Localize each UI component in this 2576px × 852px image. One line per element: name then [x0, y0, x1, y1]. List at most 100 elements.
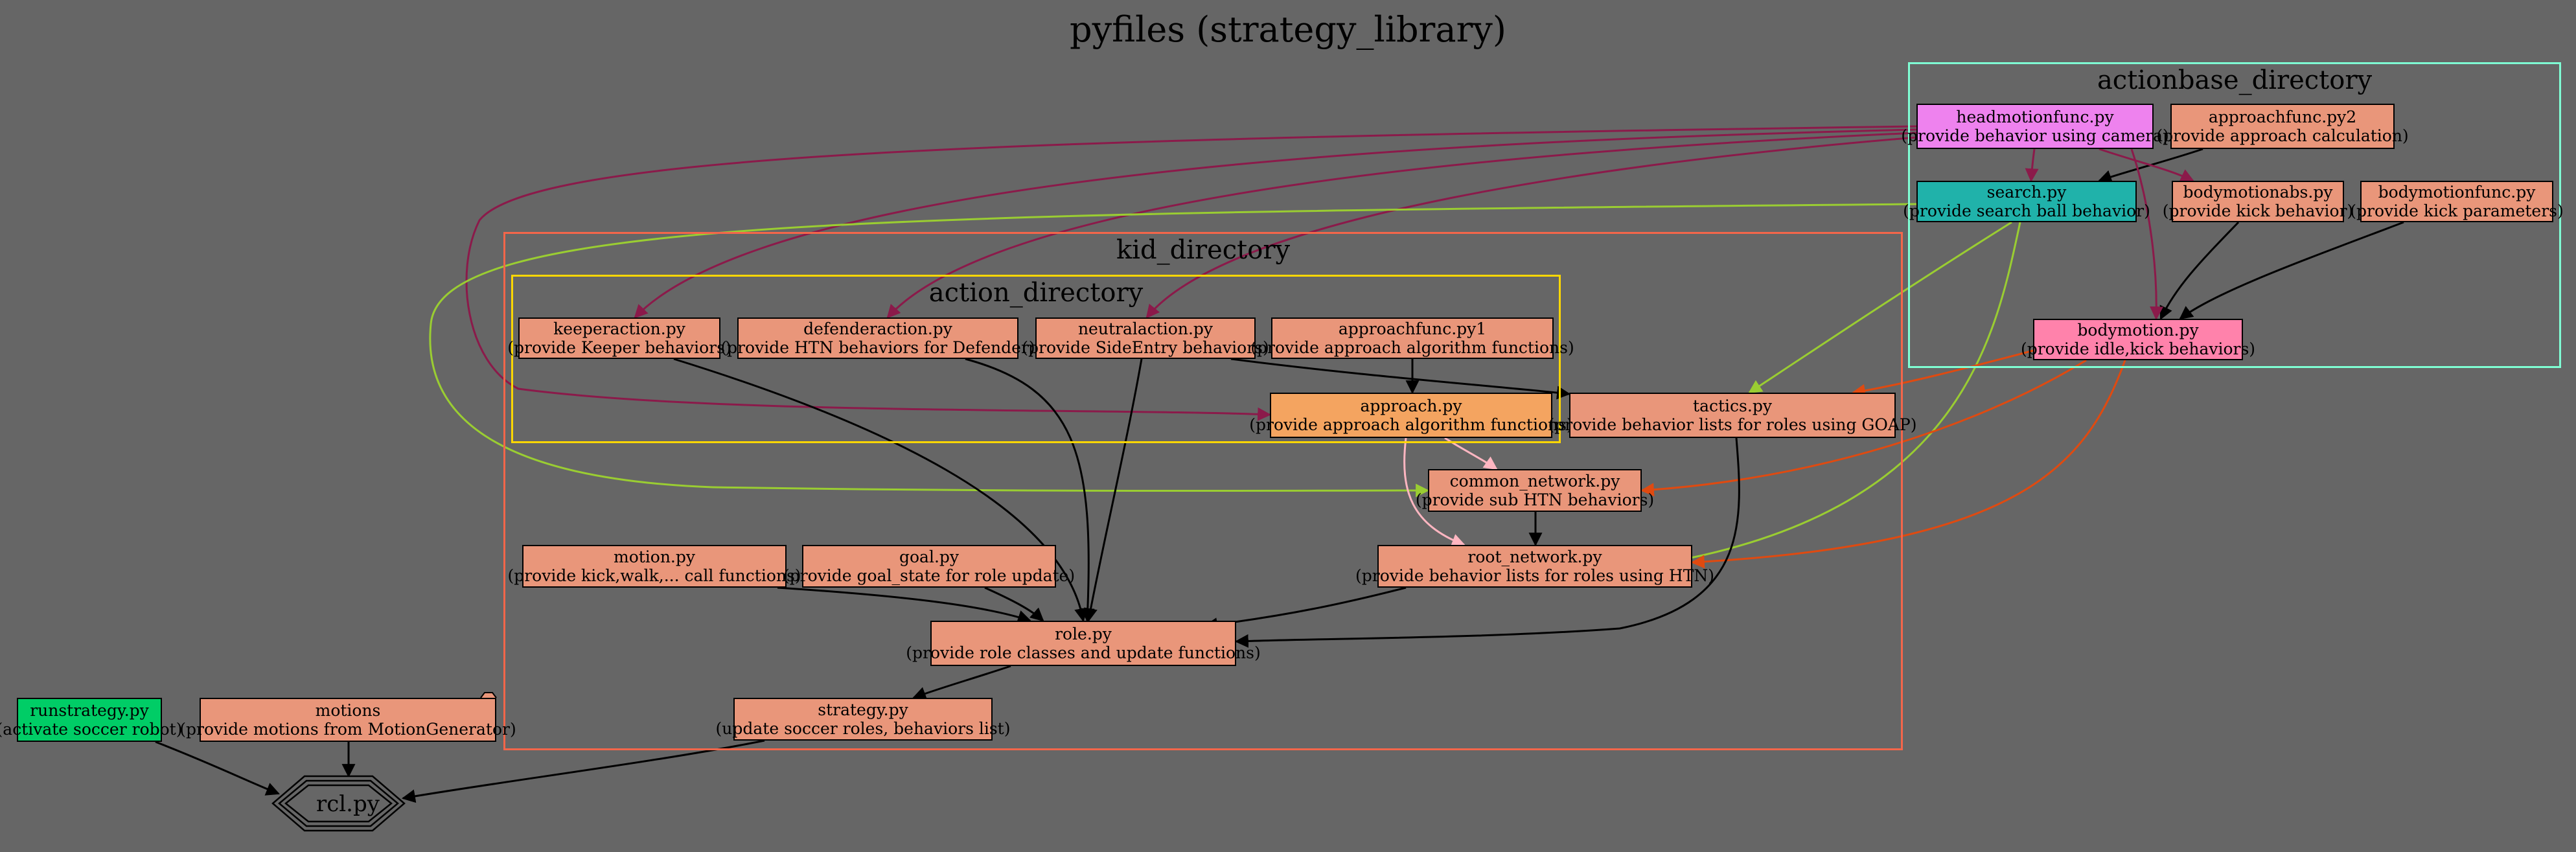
node-approach-name: approach.py: [1360, 397, 1462, 415]
edge-bodymotion-to-tactics: [1851, 342, 2061, 398]
edge-role-to-strategy: [912, 665, 1011, 700]
edge-headmotionfunc-to-bodymotionabs: [2099, 148, 2194, 182]
cluster-kid-directory: kid_directory: [503, 232, 1903, 750]
node-defenderaction-desc: (provide HTN behaviors for Defender): [720, 338, 1035, 357]
node-approachfunc2-desc: (provide approach calculation): [2156, 126, 2409, 145]
edge-tactics-to-role: [1234, 437, 1740, 648]
node-neutralaction-desc: (provide SideEntry behaviors): [1022, 338, 1269, 357]
edge-bodymotionabs-to-bodymotion: [2159, 221, 2240, 320]
node-approachfunc2-name: approachfunc.py2: [2208, 108, 2357, 126]
node-bodymotionabs[interactable]: bodymotionabs.py(provide kick behavior): [2163, 181, 2353, 222]
node-defenderaction[interactable]: defenderaction.py(provide HTN behaviors …: [720, 317, 1035, 359]
cluster-actionbase-directory: actionbase_directory: [1908, 62, 2561, 368]
node-tactics-desc: (provide behavior lists for roles using …: [1548, 415, 1917, 434]
edge-root-network-to-role: [1203, 586, 1407, 632]
edge-headmotionfunc-to-search: [2025, 148, 2039, 183]
graph-title: pyfiles (strategy_library): [1070, 9, 1506, 50]
node-neutralaction[interactable]: neutralaction.py(provide SideEntry behav…: [1022, 317, 1269, 359]
node-search-desc: (provide search ball behavior): [1903, 201, 2150, 220]
node-keeperaction[interactable]: keeperaction.py(provide Keeper behaviors…: [507, 317, 731, 359]
edge-headmotionfunc-to-defenderaction: [886, 132, 1917, 319]
node-common-network-desc: (provide sub HTN behaviors): [1415, 490, 1655, 509]
node-tactics[interactable]: tactics.py(provide behavior lists for ro…: [1548, 393, 1917, 438]
node-rcl-shape: [271, 775, 406, 832]
cluster-action-directory: action_directory: [511, 275, 1561, 443]
node-goal-name: goal.py: [899, 547, 960, 566]
edge-bodymotionfunc-to-bodymotion: [2179, 221, 2404, 320]
node-bodymotionfunc-desc: (provide kick parameters): [2350, 201, 2564, 220]
node-rcl-label: rcl.py: [316, 791, 380, 817]
node-root-network[interactable]: root_network.py(provide behavior lists f…: [1355, 545, 1714, 588]
node-keeperaction-name: keeperaction.py: [553, 319, 685, 338]
edge-goal-to-role: [984, 586, 1044, 622]
node-runstrategy[interactable]: runstrategy.py(activate soccer robot): [0, 698, 182, 742]
node-common-network-name: common_network.py: [1449, 472, 1620, 490]
node-approachfunc2[interactable]: approachfunc.py2(provide approach calcul…: [2156, 104, 2409, 149]
node-defenderaction-name: defenderaction.py: [803, 319, 952, 338]
node-bodymotionfunc[interactable]: bodymotionfunc.py(provide kick parameter…: [2350, 181, 2564, 222]
node-bodymotionabs-name: bodymotionabs.py: [2183, 183, 2333, 201]
node-keeperaction-desc: (provide Keeper behaviors): [507, 338, 731, 357]
node-motions-name: motions: [315, 701, 381, 720]
node-approachfunc1-name: approachfunc.py1: [1338, 319, 1487, 338]
edge-bodymotion-to-common-network: [1640, 359, 2087, 497]
edge-neutralaction-to-tactics: [1230, 358, 1571, 400]
node-root-network-desc: (provide behavior lists for roles using …: [1355, 566, 1714, 585]
node-motion-desc: (provide kick,walk,... call functions): [507, 566, 801, 585]
node-strategy-desc: (update soccer roles, behaviors list): [715, 719, 1011, 738]
node-strategy-name: strategy.py: [818, 700, 908, 719]
node-bodymotion-name: bodymotion.py: [2077, 321, 2199, 340]
node-role-desc: (provide role classes and update functio…: [906, 643, 1261, 662]
node-rcl-shape-ring3: [284, 784, 393, 823]
node-headmotionfunc[interactable]: headmotionfunc.py(provide behavior using…: [1901, 104, 2169, 149]
edge-headmotionfunc-to-approach: [465, 125, 1917, 421]
edge-neutralaction-to-role: [1084, 358, 1143, 623]
edge-bodymotion-to-root-network: [1690, 360, 2126, 569]
node-headmotionfunc-name: headmotionfunc.py: [1956, 108, 2114, 126]
node-approachfunc1-desc: (provide approach algorithm functions): [1250, 338, 1574, 357]
node-headmotionfunc-desc: (provide behavior using camera): [1901, 126, 2169, 145]
node-bodymotionfunc-name: bodymotionfunc.py: [2378, 183, 2536, 201]
node-motion-name: motion.py: [613, 547, 696, 566]
node-root-network-name: root_network.py: [1467, 547, 1602, 566]
node-rcl-shape-ring2: [278, 779, 399, 827]
edge-search-to-common-network: [429, 203, 1917, 498]
edge-defenderaction-to-role: [965, 358, 1095, 623]
node-bodymotionabs-desc: (provide kick behavior): [2162, 201, 2354, 220]
node-tactics-name: tactics.py: [1693, 397, 1772, 415]
cluster-actionbase-label: actionbase_directory: [2097, 65, 2373, 95]
edge-runstrategy-to-rcl: [155, 741, 280, 796]
node-runstrategy-desc: (activate soccer robot): [0, 720, 183, 739]
node-motions[interactable]: motions(provide motions from MotionGener…: [179, 698, 516, 742]
node-search-name: search.py: [1986, 183, 2067, 201]
node-strategy[interactable]: strategy.py(update soccer roles, behavio…: [716, 698, 1010, 741]
cluster-action-label: action_directory: [928, 278, 1144, 308]
node-bodymotion-desc: (provide idle,kick behaviors): [2020, 340, 2256, 358]
node-goal[interactable]: goal.py(provide goal_state for role upda…: [783, 545, 1075, 588]
edge-keeperaction-to-role: [673, 358, 1088, 623]
edge-motion-to-role: [777, 586, 1031, 624]
edge-search-to-tactics: [1748, 221, 2012, 394]
node-bodymotion[interactable]: bodymotion.py(provide idle,kick behavior…: [2021, 319, 2255, 360]
edge-headmotionfunc-to-keeperaction: [634, 128, 1917, 319]
node-search[interactable]: search.py(provide search ball behavior): [1903, 181, 2150, 222]
edge-search-to-root-network: [1676, 222, 2021, 565]
edge-approach-to-root-network: [1403, 437, 1466, 547]
node-runstrategy-name: runstrategy.py: [30, 701, 149, 720]
node-motions-desc: (provide motions from MotionGenerator): [179, 720, 516, 739]
node-goal-desc: (provide goal_state for role update): [783, 566, 1075, 585]
node-approachfunc1[interactable]: approachfunc.py1(provide approach algori…: [1250, 317, 1574, 359]
node-role-name: role.py: [1055, 625, 1112, 643]
node-neutralaction-name: neutralaction.py: [1077, 319, 1213, 338]
node-motion[interactable]: motion.py(provide kick,walk,... call fun…: [507, 545, 801, 588]
folder-tab-icon: [480, 692, 497, 698]
node-common-network[interactable]: common_network.py(provide sub HTN behavi…: [1416, 469, 1654, 512]
edge-headmotionfunc-to-bodymotion: [2130, 148, 2164, 321]
node-approach[interactable]: approach.py(provide approach algorithm f…: [1249, 393, 1573, 438]
cluster-kid-label: kid_directory: [1116, 235, 1291, 265]
node-approach-desc: (provide approach algorithm functions): [1249, 415, 1573, 434]
node-role[interactable]: role.py(provide role classes and update …: [906, 621, 1261, 666]
edge-approachfunc2-to-search: [2098, 148, 2203, 183]
